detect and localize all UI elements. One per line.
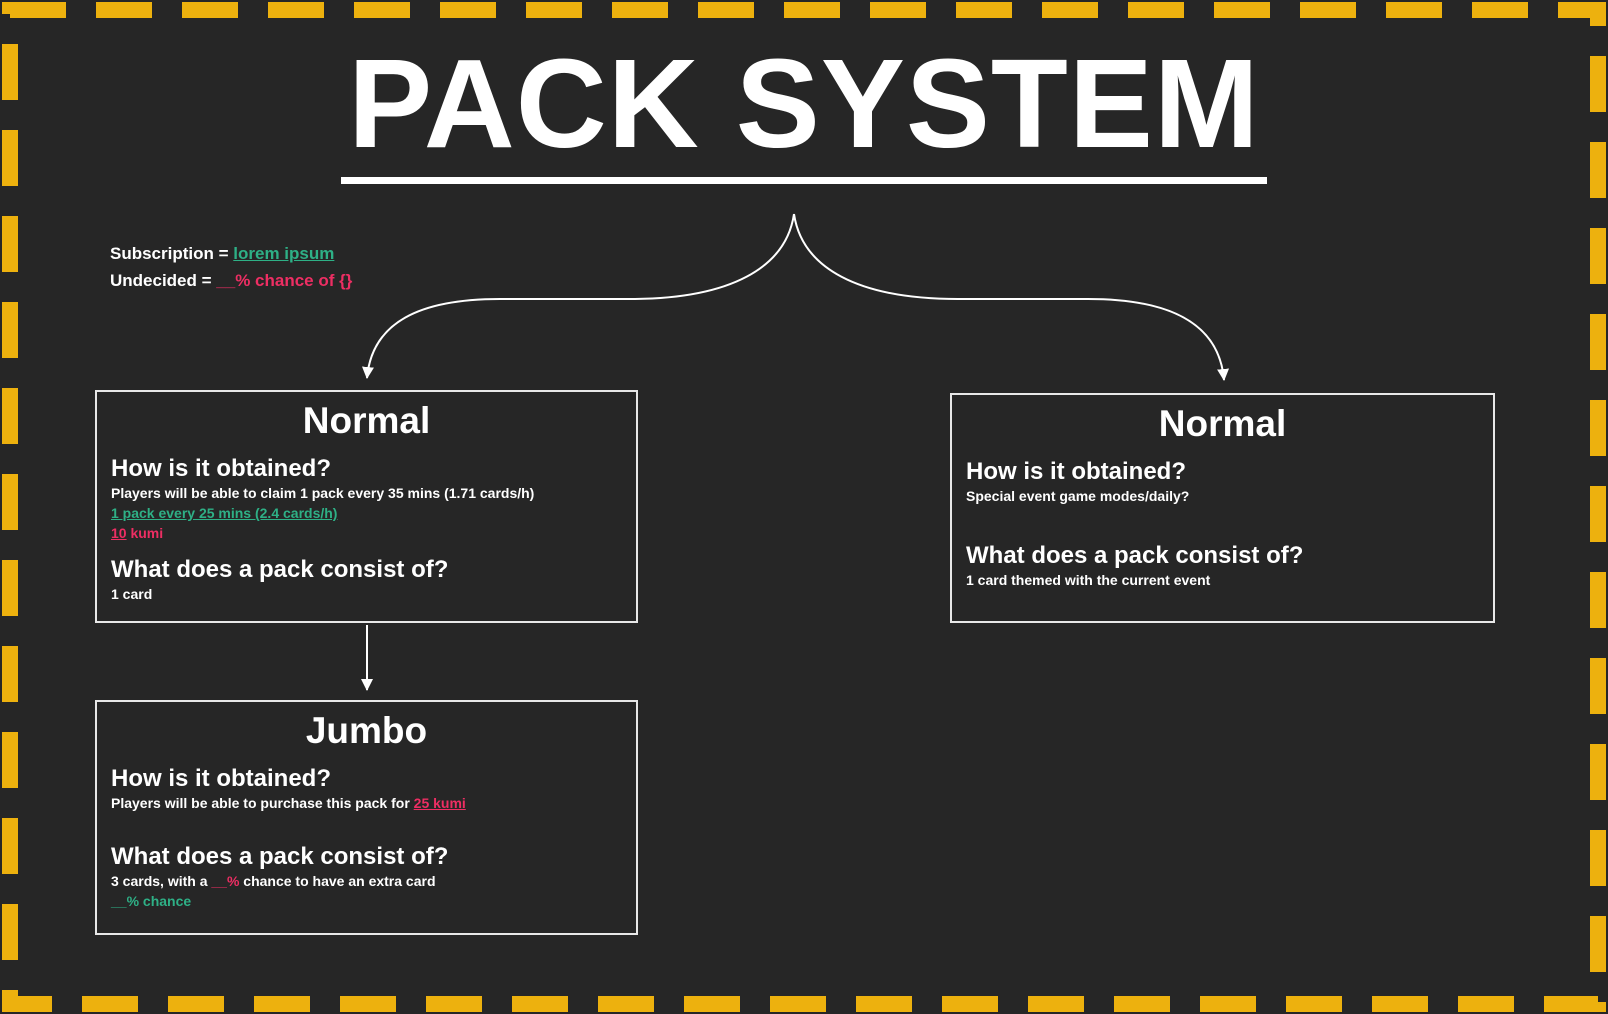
event-pack-box: Normal How is it obtained? Special event…: [950, 393, 1495, 623]
box-title: Jumbo: [305, 710, 428, 751]
cost-unit: kumi: [126, 525, 164, 541]
split-connector-right: [793, 213, 1230, 381]
answer-line: 1 card themed with the current event: [966, 572, 1211, 588]
question-heading: How is it obtained?: [111, 455, 331, 482]
box-body: How is it obtained? Players will be able…: [97, 455, 636, 604]
legend-subscription: Subscription = lorem ipsum: [110, 240, 352, 267]
legend: Subscription = lorem ipsum Undecided = _…: [110, 240, 352, 294]
question-heading: How is it obtained?: [966, 458, 1186, 485]
legend-subscription-value: lorem ipsum: [233, 244, 335, 263]
legend-undecided: Undecided = __% chance of {}: [110, 267, 352, 294]
answer-line-contents: 3 cards, with a __% chance to have an ex…: [111, 871, 622, 891]
split-connector-left: [362, 213, 795, 379]
question-heading: What does a pack consist of?: [111, 843, 449, 870]
answer-line: 1 card: [111, 586, 153, 602]
box-title: Normal: [302, 400, 431, 441]
question-heading: How is it obtained?: [111, 765, 331, 792]
normal-pack-box: Normal How is it obtained? Players will …: [95, 390, 638, 623]
answer-line-revision: 1 pack every 25 mins (2.4 cards/h): [111, 505, 338, 521]
extra-card-chance: __%: [211, 873, 240, 889]
legend-undecided-label: Undecided =: [110, 271, 217, 290]
contents-text: 3 cards, with a: [111, 873, 212, 889]
page-title: PACK SYSTEM: [0, 33, 1608, 174]
answer-line: Special event game modes/daily?: [966, 488, 1190, 504]
purchase-text: Players will be able to purchase this pa…: [111, 795, 414, 811]
question-heading: What does a pack consist of?: [966, 542, 1304, 569]
answer-line-purchase: Players will be able to purchase this pa…: [111, 793, 622, 813]
answer-line-cost: 10 kumi: [111, 523, 622, 543]
box-body: How is it obtained? Special event game m…: [952, 458, 1493, 590]
jumbo-pack-box: Jumbo How is it obtained? Players will b…: [95, 700, 638, 935]
cost-value: 10: [111, 525, 127, 541]
legend-subscription-label: Subscription =: [110, 244, 234, 263]
answer-line: Players will be able to claim 1 pack eve…: [111, 485, 535, 501]
box-title: Normal: [1158, 403, 1287, 444]
answer-line-revision: __% chance: [111, 893, 192, 909]
contents-text-suffix: chance to have an extra card: [239, 873, 436, 889]
legend-undecided-value: __% chance of {}: [216, 271, 353, 290]
title-text: PACK SYSTEM: [348, 33, 1260, 174]
question-heading: What does a pack consist of?: [111, 556, 449, 583]
box-body: How is it obtained? Players will be able…: [97, 765, 636, 911]
purchase-cost: 25 kumi: [413, 795, 466, 811]
